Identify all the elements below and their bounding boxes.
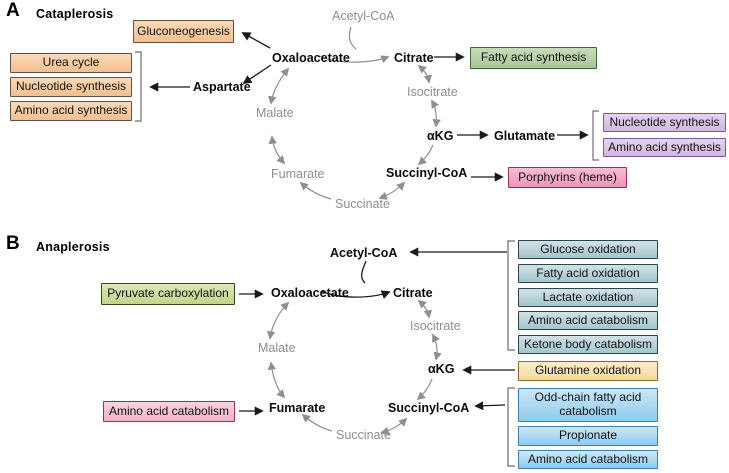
arrow-fumarate-malate-a: [268, 135, 286, 165]
fatty-acid-synthesis-box: Fatty acid synthesis: [470, 47, 597, 69]
bracket-b-bottom: [507, 387, 515, 467]
nucleotide-synthesis-right-box: Nucleotide synthesis: [603, 113, 726, 132]
arrow-oaa-to-citrate-b: [320, 290, 391, 299]
amino-acid-catabolism-left-box: Amino acid catabolism: [103, 401, 235, 422]
bracket-a-right: [592, 110, 599, 161]
porphyrins-box: Porphyrins (heme): [508, 167, 627, 188]
oxaloacetate-label-b: Oxaloacetate: [271, 286, 349, 300]
lactate-oxidation-box: Lactate oxidation: [518, 288, 658, 307]
arrow-acetylcoa-feed-b: [360, 260, 367, 284]
glutamine-oxidation-box: Glutamine oxidation: [518, 361, 658, 381]
akg-label-b: αKG: [428, 362, 455, 376]
aspartate-label: Aspartate: [193, 80, 251, 94]
arrow-citrate-isocitrate-b: [417, 299, 433, 319]
amino-acid-synthesis-left-box: Amino acid synthesis: [10, 101, 132, 121]
acetyl-coa-label-a: Acetyl-CoA: [332, 9, 395, 23]
panel-a-letter: A: [6, 0, 20, 21]
citrate-label-b: Citrate: [393, 286, 433, 300]
arrow-akg-to-succinyl-a: [417, 144, 434, 166]
nucleotide-synthesis-left-box: Nucleotide synthesis: [10, 77, 132, 97]
acetyl-coa-label-b: Acetyl-CoA: [330, 246, 398, 260]
amino-acid-catabolism-right-box: Amino acid catabolism: [518, 311, 658, 330]
arrow-bracket-to-succinyl-b: [474, 401, 506, 411]
panel-b-title: Anaplerosis: [36, 240, 110, 254]
arrow-oaa-to-aspartate: [242, 64, 272, 85]
oxaloacetate-label-a: Oxaloacetate: [272, 51, 350, 65]
glucose-oxidation-box: Glucose oxidation: [518, 240, 658, 259]
fatty-acid-oxidation-box: Fatty acid oxidation: [518, 264, 658, 283]
arrow-succinyl-succinate-b: [380, 417, 408, 435]
isocitrate-label-b: Isocitrate: [410, 319, 461, 333]
urea-cycle-box: Urea cycle: [10, 53, 132, 73]
citrate-label-a: Citrate: [394, 51, 434, 65]
arrow-malate-oaa-a: [268, 67, 290, 105]
bracket-b-top: [507, 240, 515, 351]
arrow-succinyl-succinate-a: [378, 181, 406, 200]
succinate-label-a: Succinate: [335, 197, 390, 211]
amino-acid-catabolism-bottom-box: Amino acid catabolism: [518, 450, 658, 469]
panel-b-letter: B: [6, 233, 20, 254]
succinate-label-b: Succinate: [336, 428, 391, 442]
arrow-isocitrate-akg-a: [431, 99, 441, 128]
fumarate-label-b: Fumarate: [269, 401, 326, 415]
arrow-fumarate-malate-b: [267, 361, 286, 399]
malate-label-b: Malate: [258, 341, 296, 355]
arrow-isocitrate-akg-b: [432, 333, 442, 361]
arrow-oaa-to-gluconeogenesis: [241, 32, 271, 49]
gluconeogenesis-box: Gluconeogenesis: [133, 20, 234, 43]
bracket-a-left: [135, 51, 142, 122]
malate-label-a: Malate: [256, 106, 294, 120]
pyruvate-carboxylation-box: Pyruvate carboxylation: [101, 283, 235, 305]
succinyl-coa-label-b: Succinyl-CoA: [388, 401, 470, 415]
odd-chain-fatty-acid-catabolism-box: Odd-chain fatty acid catabolism: [518, 388, 658, 422]
propionate-box: Propionate: [518, 426, 658, 446]
succinyl-coa-label-a: Succinyl-CoA: [386, 166, 468, 180]
ketone-body-catabolism-box: Ketone body catabolism: [518, 335, 658, 354]
arrow-citrate-isocitrate-a: [417, 64, 433, 84]
amino-acid-synthesis-right-box: Amino acid synthesis: [603, 138, 726, 157]
arrow-malate-oaa-b: [266, 301, 290, 340]
arrow-oaa-to-citrate-a: [318, 55, 390, 64]
akg-label-a: αKG: [427, 129, 454, 143]
arrow-succinate-to-fumarate-b: [301, 413, 333, 432]
arrow-akg-to-succinyl-b: [416, 378, 433, 401]
panel-a-title: Cataplerosis: [36, 7, 114, 21]
glutamate-label: Glutamate: [494, 129, 556, 143]
arrow-succinate-to-fumarate-a: [299, 181, 332, 200]
arrow-acetylcoa-feed-a: [348, 26, 357, 50]
fumarate-label-a: Fumarate: [271, 167, 325, 181]
isocitrate-label-a: Isocitrate: [407, 85, 458, 99]
